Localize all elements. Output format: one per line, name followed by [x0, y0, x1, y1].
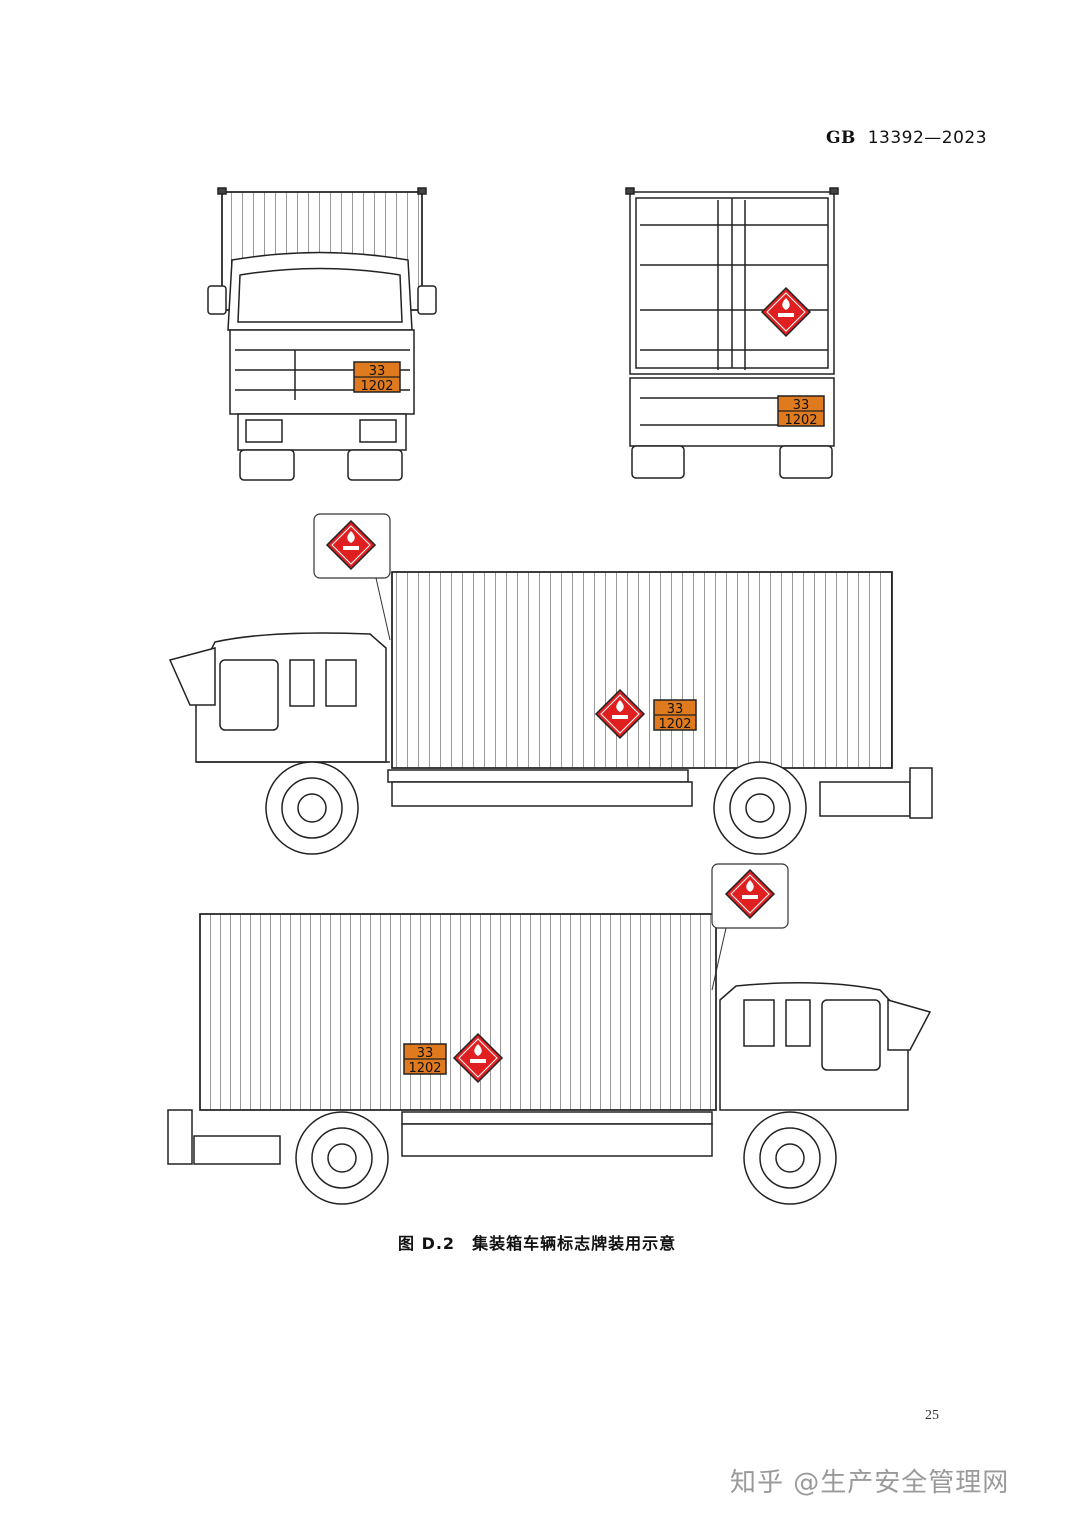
front-view-truck: [207, 187, 437, 481]
side2-plate-un: 1202: [408, 1061, 441, 1076]
rear-view-truck: [625, 187, 839, 479]
side1-orange-plate: [653, 699, 697, 731]
watermark: 知乎 @生产安全管理网: [730, 1468, 1010, 1498]
side1-plate-un: 1202: [658, 717, 691, 732]
side2-callout: [711, 863, 789, 991]
rear-plate-id: 33: [793, 398, 810, 413]
side2-orange-plate: [403, 1043, 447, 1075]
side2-plate-id: 33: [417, 1046, 434, 1061]
side1-callout: [313, 513, 391, 641]
front-orange-plate: [353, 361, 401, 393]
standard-code: GB 13392—2023: [826, 128, 988, 148]
rear-orange-plate: [777, 395, 825, 427]
side1-plate-id: 33: [667, 702, 684, 717]
side-view-truck-1: [168, 571, 933, 855]
side-view-truck-2: [167, 913, 932, 1205]
figure-caption: 图 D.2 集装箱车辆标志牌装用示意: [398, 1234, 677, 1253]
page-number: 25: [925, 1408, 939, 1423]
front-plate-id: 33: [369, 364, 386, 379]
front-plate-un: 1202: [360, 379, 393, 394]
rear-plate-un: 1202: [784, 413, 817, 428]
